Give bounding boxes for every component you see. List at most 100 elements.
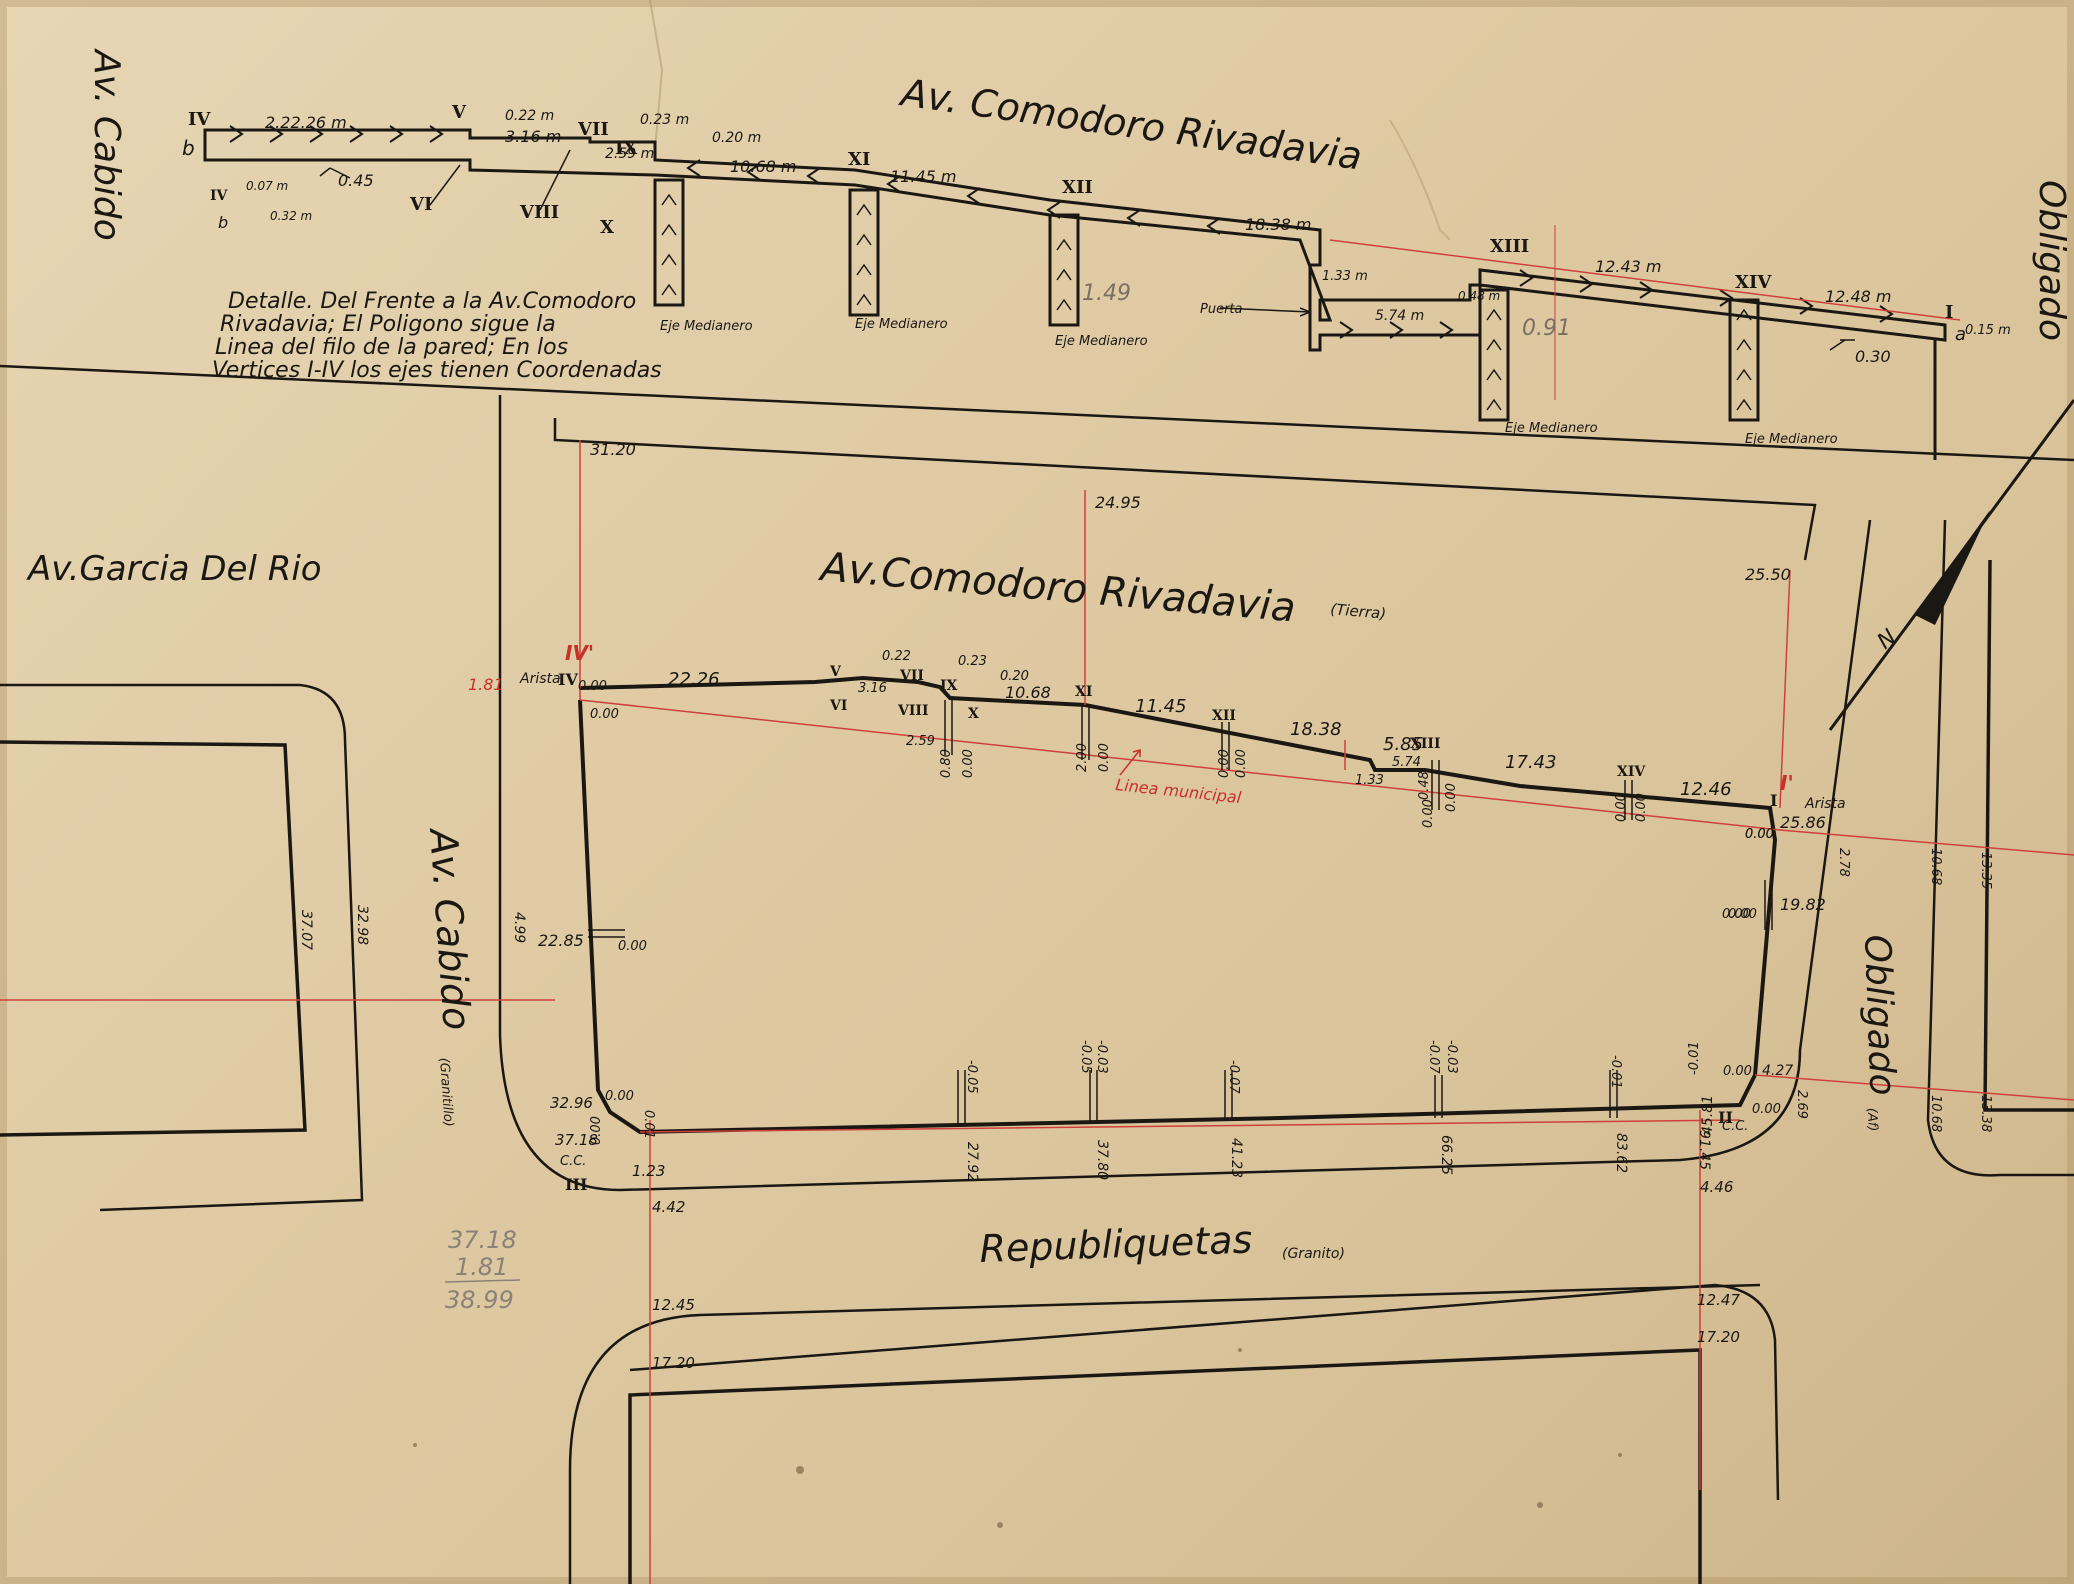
- chain: 37.80: [1094, 1140, 1110, 1180]
- detail-dim: 0.48 m: [1458, 289, 1500, 303]
- linea-municipal: Linea municipal: [1115, 775, 1243, 807]
- front-dim: 1.33: [1355, 773, 1384, 788]
- right-measure: 45.81: [1700, 1095, 1716, 1135]
- vertex-label: I: [1770, 791, 1777, 810]
- detail-dim: 12.43 m: [1595, 257, 1661, 276]
- bottom-level: -0.07: [1426, 1040, 1441, 1074]
- detail-dim: 0.15 m: [1965, 323, 2011, 338]
- street-republiquetas: Republiquetas: [979, 1218, 1253, 1271]
- measure: 24.95: [1095, 493, 1141, 512]
- level: 0.00: [1722, 907, 1751, 922]
- level: 0.80: [939, 749, 954, 778]
- bottom-offset: 4.46: [1700, 1178, 1733, 1196]
- detail-dim: 0.22 m: [505, 108, 554, 124]
- level: 0.00: [1421, 799, 1436, 828]
- street-republiquetas-surface: (Granito): [1282, 1246, 1345, 1262]
- vertex-label: II: [1718, 1108, 1733, 1127]
- block-measure: 32.98: [354, 905, 370, 945]
- front-dim: 5.74: [1392, 755, 1421, 770]
- right-measure: 0.00: [1723, 1064, 1752, 1079]
- right-measure: 0.00: [1728, 907, 1757, 922]
- detail-roman: IX: [615, 138, 637, 159]
- measure: 31.20: [590, 440, 636, 459]
- front-dim: 0.22: [882, 649, 911, 664]
- detail-dim: 0.20 m: [712, 130, 761, 146]
- right-measure: 0.00: [1745, 827, 1774, 842]
- left-measure: 0.01: [641, 1110, 656, 1139]
- right-measure: 4.27: [1762, 1063, 1793, 1079]
- pencil-calc: 1.81: [455, 1253, 508, 1281]
- detail-roman: X: [600, 217, 614, 238]
- left-measure: 0.00: [618, 939, 647, 954]
- vertex-label: IV: [558, 670, 578, 689]
- front-dim: 12.46: [1680, 779, 1732, 800]
- detail-strip: IV V VII IX VI VIII X XI XII XIII XIV I …: [0, 48, 2074, 462]
- detail-roman: VI: [409, 194, 432, 215]
- chain: 91.45: [1696, 1130, 1712, 1170]
- pencil-note: 1.49: [1082, 281, 1131, 306]
- detail-dim: 1.33 m: [1322, 269, 1368, 284]
- detail-roman: IV: [188, 109, 211, 130]
- front-dim: 10.68: [1005, 683, 1051, 702]
- street-comodoro-main: Av.Comodoro Rivadavia: [816, 544, 1297, 632]
- left-measure: 32.96: [550, 1094, 593, 1112]
- note-line: Rivadavia; El Poligono sigue la: [220, 312, 556, 337]
- left-measure: 4.99: [511, 912, 527, 943]
- detail-roman: VII: [577, 119, 609, 140]
- detail-dim: 0.30: [1855, 347, 1891, 366]
- front-dim: 0.23: [958, 654, 987, 669]
- front-roman: X: [968, 706, 979, 722]
- detail-dim: 0.07 m: [246, 179, 288, 193]
- block-measure: 10.68: [1928, 1095, 1943, 1132]
- red-measure: 1.81: [468, 675, 504, 694]
- detail-dim: 0.32 m: [270, 209, 312, 223]
- detail-dim: 5.74 m: [1375, 308, 1424, 324]
- note-line: Detalle. Del Frente a la Av.Comodoro: [228, 289, 636, 314]
- front-dim: 3.16: [858, 681, 887, 696]
- right-measure: 0.00: [1752, 1102, 1781, 1117]
- bottom-level: -0.05: [1078, 1040, 1093, 1074]
- detail-dim: 3.16 m: [505, 127, 561, 146]
- detail-roman: IV: [210, 188, 229, 204]
- front-roman: V: [829, 664, 842, 680]
- street-obligado-top: Obligado: [2031, 180, 2072, 341]
- detail-dim: 18.38 m: [1245, 215, 1311, 234]
- detail-dim: 2.22.26 m: [265, 113, 347, 132]
- pencil-calc: 37.18: [448, 1226, 517, 1254]
- block-measure: 13.38: [1978, 1095, 1993, 1132]
- level: 0.00: [578, 679, 607, 694]
- corner-cc: C.C.: [1722, 1119, 1748, 1134]
- level: 0.00: [1634, 793, 1649, 822]
- bottom-offset: 17.20: [1697, 1328, 1740, 1346]
- detail-letter: a: [1955, 324, 1966, 345]
- left-measure: 1.23: [632, 1162, 665, 1180]
- level: 0.48: [1417, 771, 1432, 800]
- street-obligado-surface: (Af): [1864, 1108, 1880, 1132]
- vertex-label: Arista: [1804, 796, 1846, 812]
- front-roman: XIV: [1617, 764, 1646, 780]
- level: 0.00: [1217, 749, 1232, 778]
- detail-roman: XIV: [1735, 272, 1772, 293]
- front-dim: 11.45: [1135, 696, 1187, 717]
- left-measure: 37.18: [555, 1131, 598, 1149]
- puerta-label: Puerta: [1200, 302, 1243, 317]
- level: 0.00: [1234, 749, 1249, 778]
- pencil-note: 0.91: [1522, 316, 1571, 341]
- front-roman: VII: [899, 668, 924, 684]
- detail-letter: b: [218, 213, 228, 232]
- bottom-level: -0.07: [1226, 1060, 1241, 1094]
- detail-roman: V: [451, 102, 467, 123]
- chain: 27.92: [964, 1142, 980, 1182]
- bottom-level: -0.03: [1444, 1040, 1459, 1074]
- eje-label: Eje Medianero: [1505, 421, 1598, 436]
- right-measure: 19.82: [1780, 895, 1826, 914]
- level: 0.00: [961, 749, 976, 778]
- detail-dim: 10.68 m: [730, 157, 796, 176]
- main-plan: N Av.Comodoro Rivadavia (Tierra) Av.Garc…: [0, 395, 2074, 1584]
- detail-dim: 0.23 m: [640, 112, 689, 128]
- measure: 25.50: [1745, 565, 1791, 584]
- vertex-label: IV': [565, 641, 594, 665]
- north-symbol: N: [1873, 625, 1902, 655]
- detail-roman: XII: [1062, 177, 1093, 198]
